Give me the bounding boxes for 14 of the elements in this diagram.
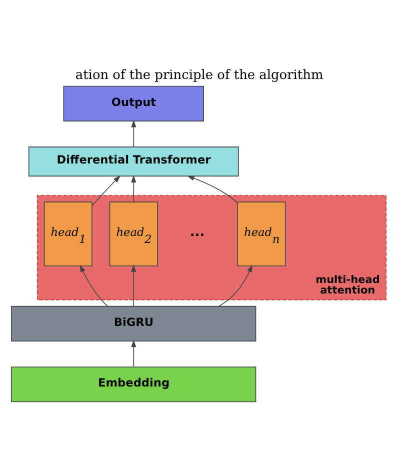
arrow bbox=[131, 339, 136, 367]
arrow bbox=[131, 264, 136, 306]
arrow bbox=[92, 174, 120, 206]
node-box: Differential Transformer bbox=[28, 146, 239, 176]
diagram-title: ation of the principle of the algorithm bbox=[75, 67, 324, 82]
arrow bbox=[131, 119, 136, 147]
node-box: BiGRU bbox=[11, 305, 256, 341]
arrow bbox=[187, 175, 238, 203]
arrow bbox=[131, 174, 136, 202]
node-box: Embedding bbox=[11, 366, 256, 402]
label: ... bbox=[190, 224, 205, 240]
node-box: Output bbox=[63, 85, 204, 121]
arrow bbox=[80, 264, 108, 306]
arrow bbox=[218, 264, 252, 306]
